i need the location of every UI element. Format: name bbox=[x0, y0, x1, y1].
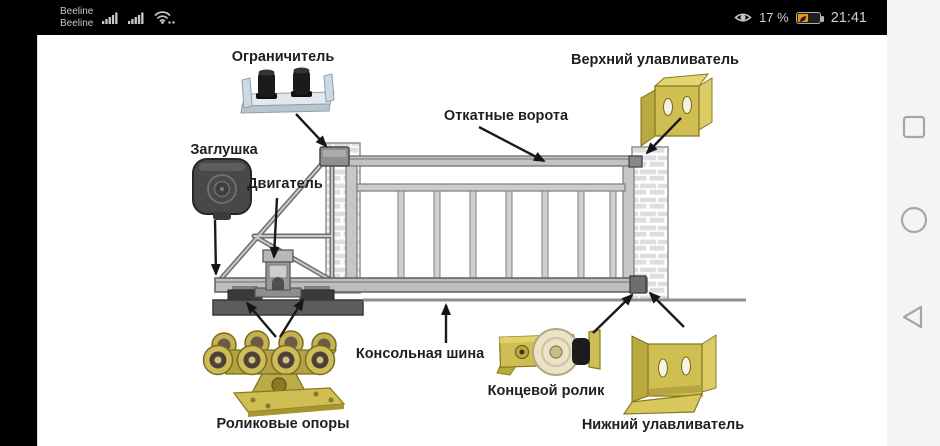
lower-catcher-part bbox=[622, 334, 717, 415]
android-nav-bar bbox=[887, 0, 940, 446]
arrow-upper-catcher bbox=[645, 117, 682, 155]
arrow-end-roller bbox=[592, 293, 634, 334]
gate-drawing bbox=[212, 142, 746, 316]
right-brick-pillar bbox=[631, 146, 669, 301]
arrow-lower-catcher bbox=[648, 291, 685, 328]
end-roller-part bbox=[496, 328, 601, 376]
arrow-motor bbox=[269, 197, 280, 259]
arrow-plug bbox=[210, 219, 221, 276]
gate-right-stile bbox=[622, 165, 635, 279]
upper-catcher-part bbox=[640, 73, 713, 147]
callout-arrows bbox=[210, 113, 685, 343]
recents-button[interactable] bbox=[896, 109, 932, 145]
gate-left-stile bbox=[345, 165, 358, 282]
leaf-icon bbox=[800, 15, 807, 22]
motor-label: Двигатель bbox=[247, 176, 323, 192]
limiter-label: Ограничитель bbox=[231, 49, 335, 65]
plug-part bbox=[192, 158, 252, 220]
carrier-name: Beeline Beeline bbox=[60, 6, 93, 29]
status-bar: Beeline Beeline bbox=[0, 0, 887, 35]
carrier-line-1: Beeline bbox=[60, 6, 94, 17]
arrow-roller-supports-left bbox=[245, 301, 277, 338]
lower-catcher-label: Нижний улавливатель bbox=[581, 417, 745, 433]
sliding-gate-label: Откатные ворота bbox=[443, 108, 569, 124]
battery-percent: 17 % bbox=[759, 10, 789, 25]
upper-catcher-label: Верхний улавливатель bbox=[571, 52, 739, 68]
arrow-sliding-gate bbox=[478, 125, 546, 163]
end-roller-label: Концевой ролик bbox=[487, 383, 605, 399]
carrier-line-2: Beeline bbox=[60, 17, 94, 29]
limiter-part bbox=[240, 67, 335, 114]
back-button[interactable] bbox=[896, 299, 932, 335]
gate-top-rail bbox=[345, 155, 643, 167]
arrow-roller-supports-right bbox=[278, 298, 305, 338]
wifi-icon bbox=[155, 11, 176, 24]
home-button[interactable] bbox=[896, 202, 932, 238]
diagram-area bbox=[37, 35, 887, 446]
cantilever-rail-label: Консольная шина bbox=[355, 346, 485, 362]
cellular-signal-icon bbox=[102, 12, 118, 24]
gate-inner-rail bbox=[356, 183, 626, 192]
plug-label: Заглушка bbox=[190, 142, 258, 158]
gate-infill-bars bbox=[397, 190, 617, 282]
home-circle-icon bbox=[900, 206, 927, 234]
foundation-plate bbox=[212, 299, 364, 316]
roller-carriage-part bbox=[202, 330, 346, 417]
arrow-limiter bbox=[295, 113, 328, 148]
top-right-corner-block bbox=[628, 155, 643, 168]
eye-comfort-icon bbox=[734, 13, 752, 22]
back-triangle-icon bbox=[902, 305, 922, 329]
bottom-right-corner-block bbox=[629, 275, 647, 294]
recents-square-icon bbox=[902, 115, 925, 139]
roller-supports-label: Роликовые опоры bbox=[216, 416, 350, 432]
battery-saver-icon bbox=[795, 11, 824, 24]
clock-time: 21:41 bbox=[830, 9, 867, 26]
cellular-signal-icon bbox=[128, 12, 144, 24]
